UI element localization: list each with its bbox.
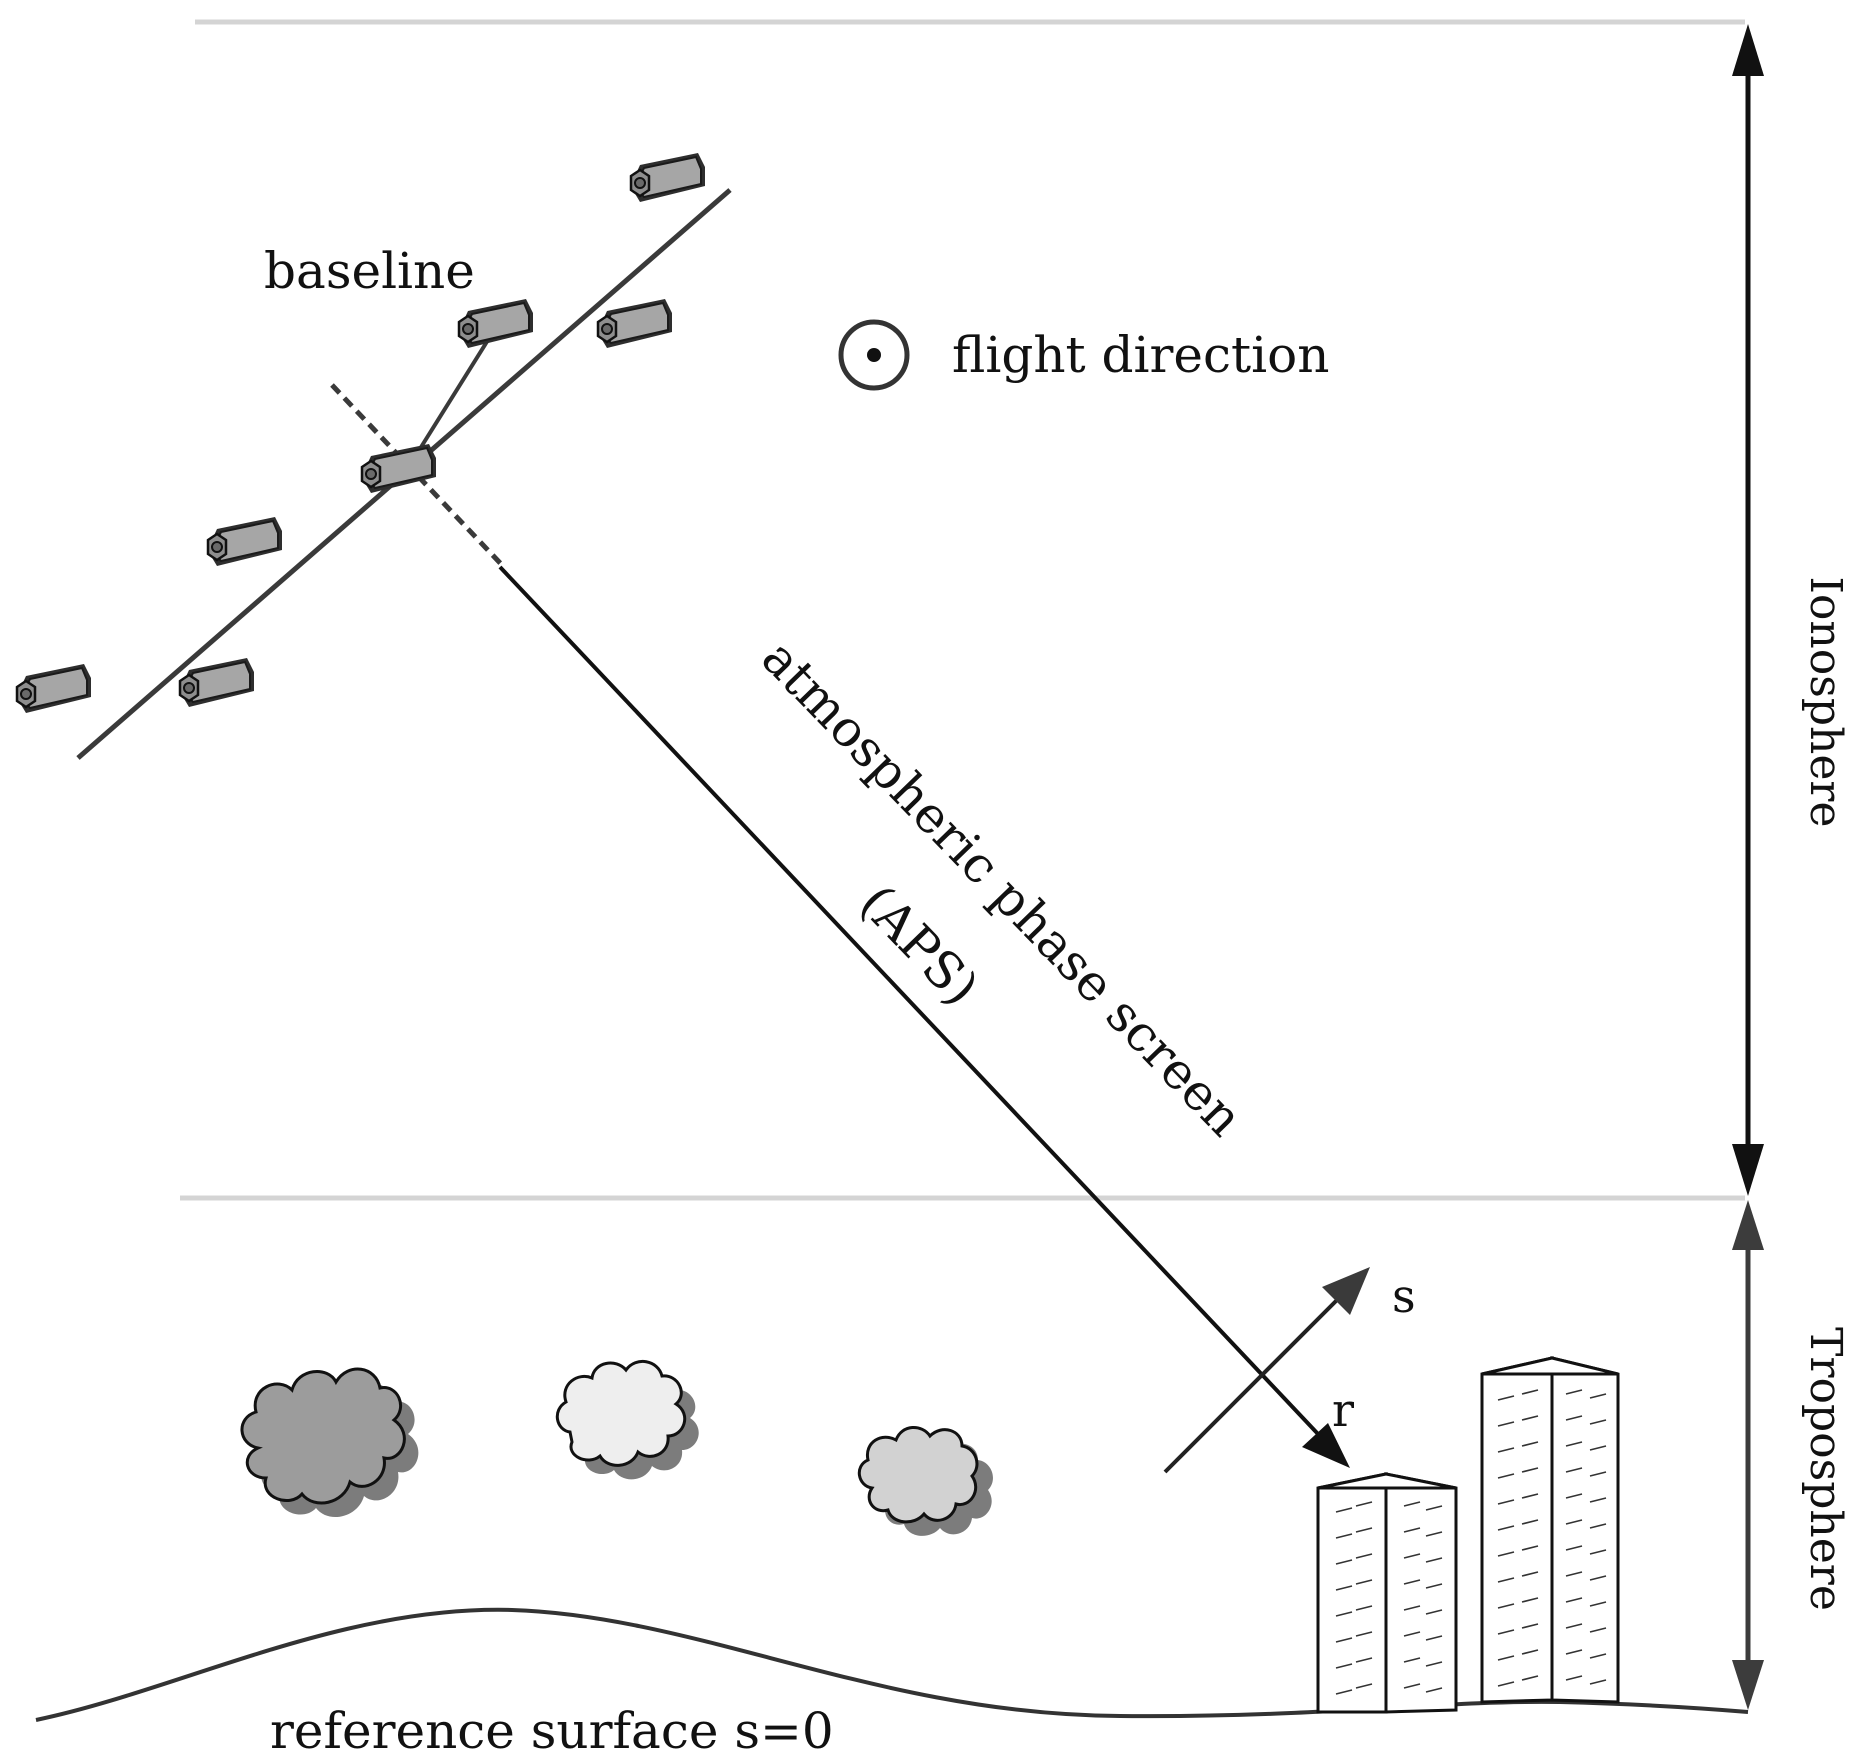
ionosphere-label: Ionosphere bbox=[1800, 577, 1851, 828]
s-axis-label: s bbox=[1392, 1269, 1416, 1323]
tree-icon bbox=[240, 1367, 419, 1518]
perpendicular-dashed-line bbox=[330, 383, 504, 567]
aps-label-line1: atmospheric phase screen bbox=[750, 629, 1254, 1147]
satellite-icon bbox=[629, 151, 707, 204]
reference-surface-curve bbox=[35, 1607, 1749, 1722]
building-icon bbox=[1480, 1356, 1620, 1704]
baseline-segment bbox=[416, 330, 495, 454]
tree-icon bbox=[857, 1426, 993, 1536]
line-of-sight-arrow bbox=[498, 565, 1350, 1468]
satellite-icon bbox=[206, 515, 284, 568]
r-axis-label: r bbox=[1332, 1383, 1354, 1437]
ionosphere-height-arrow bbox=[1732, 24, 1764, 1196]
troposphere-label: Troposphere bbox=[1800, 1327, 1851, 1611]
reference-surface-label: reference surface s=0 bbox=[270, 1702, 834, 1760]
satellite-icon bbox=[178, 656, 256, 709]
satellite-icon bbox=[596, 297, 674, 350]
tree-icon bbox=[555, 1360, 699, 1480]
troposphere-height-arrow bbox=[1732, 1200, 1764, 1710]
out-of-page-symbol-icon bbox=[838, 319, 910, 391]
s-axis-arrow bbox=[1163, 1267, 1370, 1474]
building-icon bbox=[1316, 1472, 1458, 1714]
baseline-label: baseline bbox=[264, 242, 475, 300]
flight-direction-label: flight direction bbox=[952, 326, 1329, 384]
satellite-icon bbox=[457, 297, 535, 350]
satellite-icon bbox=[15, 662, 93, 715]
